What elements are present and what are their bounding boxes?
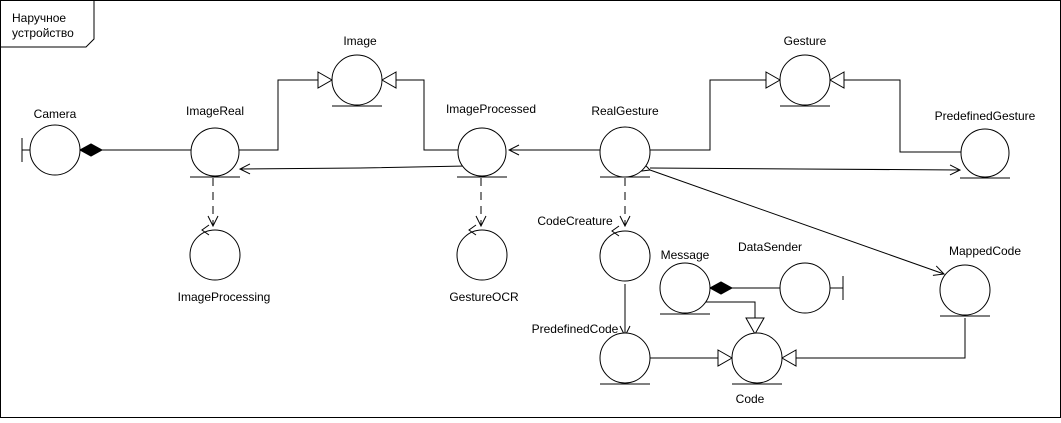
imageprocessed-label: ImageProcessed — [446, 102, 536, 116]
camera-label: Camera — [34, 107, 77, 121]
edge-imageprocessed-imagereal — [240, 166, 467, 169]
gestureocr-node[interactable] — [456, 224, 508, 281]
codecreature-label: CodeCreature — [537, 214, 613, 228]
imageprocessed-node[interactable] — [457, 127, 507, 178]
imageprocessing-node[interactable] — [189, 224, 241, 281]
gesture-label: Gesture — [784, 34, 827, 48]
codecreature-node[interactable] — [599, 225, 651, 282]
datasender-node[interactable] — [779, 262, 844, 314]
generalization-triangle-imagereal — [317, 71, 334, 89]
predefinedcode-node[interactable] — [599, 332, 651, 385]
realgesture-label: RealGesture — [591, 104, 659, 118]
image-label: Image — [343, 34, 377, 48]
message-node[interactable] — [659, 262, 711, 315]
frame-label-line1: Наручное — [12, 11, 66, 25]
edge-message-code — [706, 301, 756, 318]
edge-realgesture-gesture — [650, 79, 766, 151]
composition-diamond-camera — [78, 143, 104, 157]
predefinedgesture-node[interactable] — [960, 128, 1010, 179]
gesture-node[interactable] — [779, 54, 831, 107]
gestureocr-label: GestureOCR — [449, 290, 519, 304]
edge-imagereal-image — [238, 79, 318, 151]
generalization-triangle-message — [745, 317, 765, 336]
imagereal-node[interactable] — [190, 127, 240, 178]
imageprocessing-label: ImageProcessing — [178, 290, 271, 304]
frame-tab — [0, 0, 95, 48]
predefinedcode-label: PredefinedCode — [532, 322, 619, 336]
composition-diamond-datasender — [708, 281, 734, 295]
predefinedgesture-label: PredefinedGesture — [935, 109, 1036, 123]
edge-realgesture-mappedcode — [650, 170, 944, 274]
realgesture-node[interactable] — [599, 126, 651, 178]
code-label: Code — [736, 392, 765, 406]
message-label: Message — [661, 248, 710, 262]
frame-label-line2: устройство — [12, 26, 74, 40]
generalization-triangle-predefinedcode — [717, 349, 734, 367]
generalization-triangle-realgesture — [765, 71, 782, 89]
camera-node[interactable] — [21, 124, 81, 176]
edge-mappedcode-code — [796, 318, 966, 359]
mappedcode-node[interactable] — [939, 264, 991, 317]
image-node[interactable] — [331, 54, 383, 107]
edge-realgesture-predefinedgesture — [649, 168, 960, 170]
code-node[interactable] — [731, 332, 783, 385]
edge-predefinedgesture-gesture — [844, 79, 962, 153]
generalization-triangle-predefinedgesture — [828, 71, 845, 89]
generalization-triangle-imageprocessed — [380, 71, 397, 89]
imagereal-label: ImageReal — [186, 104, 244, 118]
generalization-triangle-mappedcode — [780, 349, 797, 367]
datasender-label: DataSender — [738, 240, 802, 254]
edge-imageprocessed-image — [396, 79, 458, 151]
mappedcode-label: MappedCode — [949, 244, 1021, 258]
